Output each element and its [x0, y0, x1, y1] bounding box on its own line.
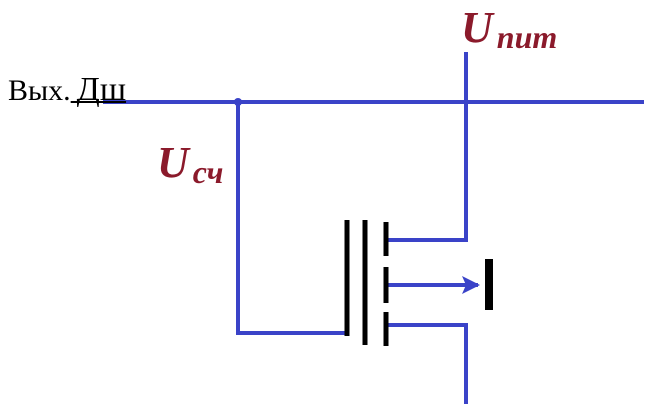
wires [103, 52, 644, 404]
output-label-prefix: Вых. [8, 74, 71, 107]
mosfet-transistor [344, 220, 493, 346]
source-wire [386, 323, 468, 404]
supply-voltage-main: U [461, 3, 495, 52]
counter-voltage-subscript: сч [193, 154, 224, 190]
counter-voltage-label: U сч [157, 138, 223, 190]
substrate-arrow-icon [462, 276, 480, 294]
counter-voltage-main: U [157, 138, 191, 187]
supply-wire [386, 52, 468, 242]
supply-voltage-label: U пит [461, 3, 557, 55]
gate-wire [236, 100, 349, 335]
supply-voltage-subscript: пит [497, 19, 557, 55]
junction-dot [234, 98, 242, 106]
